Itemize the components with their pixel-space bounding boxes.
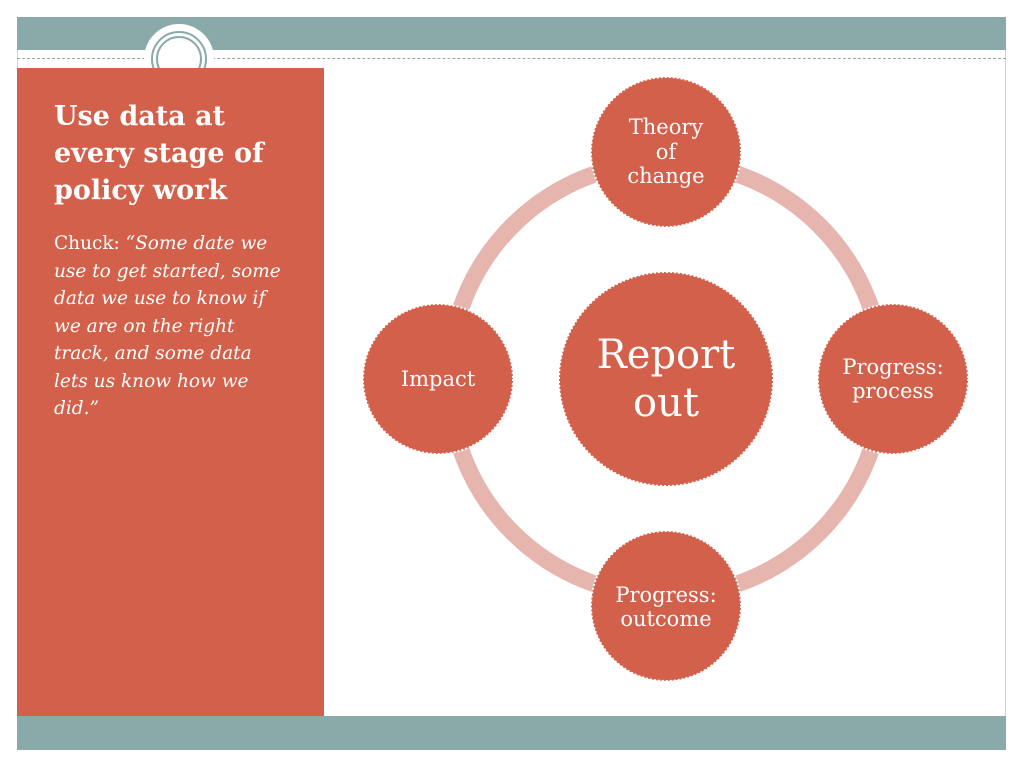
node-progress-outcome: Progress: outcome (590, 530, 742, 682)
node-circle (817, 303, 969, 455)
node-label-line: change (627, 164, 704, 188)
node-label-line: Impact (401, 367, 476, 391)
center-node-circle (558, 271, 774, 487)
node-label-line: process (852, 379, 934, 403)
slide-title: Use data at every stage of policy work (54, 98, 304, 209)
node-label-line: Progress: (615, 583, 716, 607)
node-label-line: of (656, 140, 679, 164)
center-node-label: Report (597, 332, 736, 378)
node-label-line: outcome (620, 607, 711, 631)
center-node-label: out (633, 380, 699, 426)
quote-line: “Some date we (125, 233, 268, 254)
quote-line: did.” (54, 398, 99, 419)
node-label-line: Theory (629, 115, 704, 139)
quote-line: track, and some data (54, 343, 252, 364)
node-progress-process: Progress: process (817, 303, 969, 455)
node-circle (590, 76, 742, 228)
node-theory-of-change: Theory of change (590, 76, 742, 228)
node-circle (362, 303, 514, 455)
dashed-divider (17, 58, 1006, 59)
quote-line: lets us know how we (54, 370, 249, 392)
node-circle (590, 530, 742, 682)
title-line: policy work (54, 175, 228, 206)
node-label-line: Progress: (842, 355, 943, 379)
title-line: every stage of (54, 138, 264, 169)
quote-line: data we use to know if (54, 288, 266, 309)
bottom-accent-band (17, 716, 1006, 750)
node-impact: Impact (362, 303, 514, 455)
title-line: Use data at (54, 101, 226, 132)
center-node: Report out (558, 271, 774, 487)
quote-speaker: Chuck: (54, 233, 126, 254)
quote-line: use to get started, some (54, 260, 281, 282)
quote-block: Chuck: “Some date we use to get started,… (54, 230, 299, 423)
title-panel (17, 68, 324, 716)
quote-line: we are on the right (54, 315, 235, 337)
